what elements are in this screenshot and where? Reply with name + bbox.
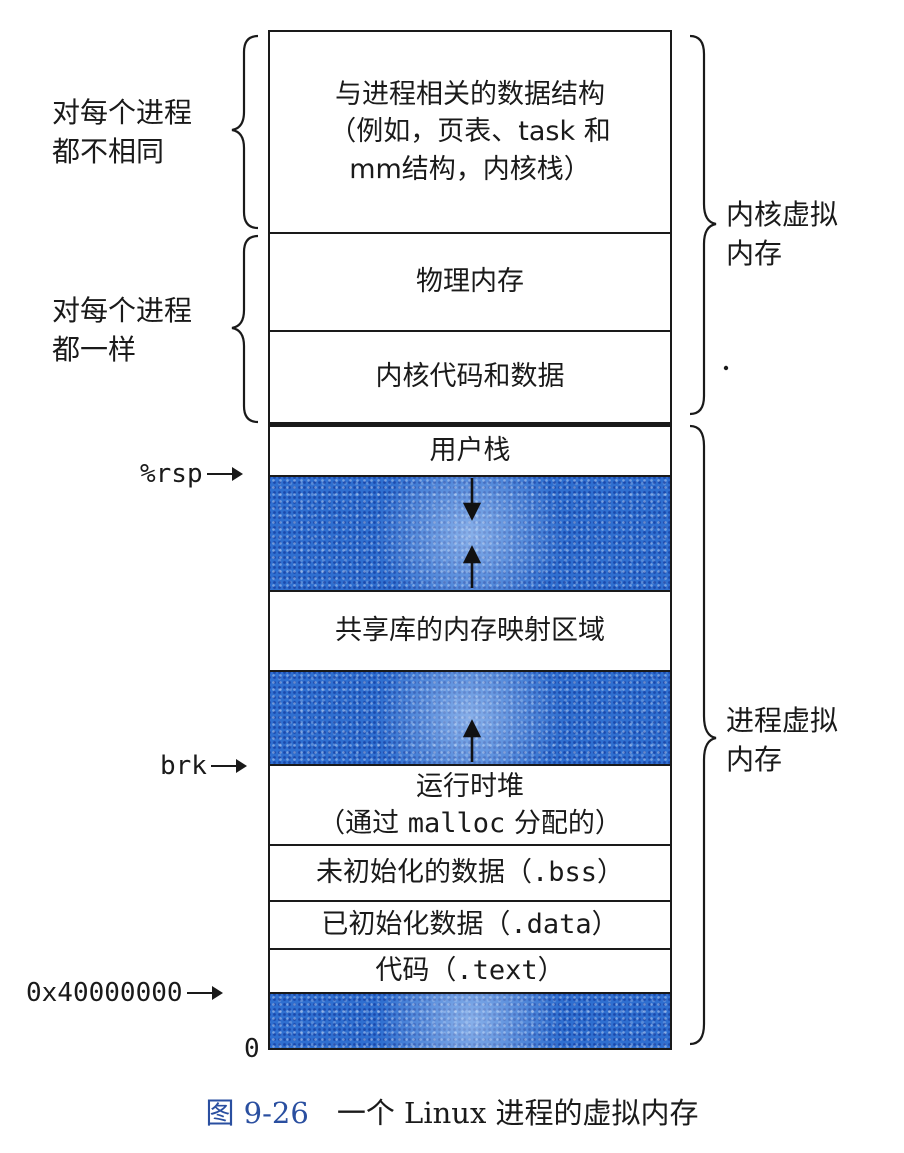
pointer-start-address: 0x40000000 — [26, 978, 223, 1008]
mmap-growth-arrowhead — [462, 545, 482, 564]
kernel-process-data-segment: 与进程相关的数据结构 （例如，页表、task 和 mm结构，内核栈） — [268, 30, 672, 234]
text-label: 代码（.text） — [375, 955, 565, 987]
user-stack-label: 用户栈 — [429, 435, 511, 467]
bss-segment: 未初始化的数据（.bss） — [268, 844, 672, 902]
figure-caption: 图 9-26 一个 Linux 进程的虚拟内存 — [0, 1090, 904, 1132]
heap-label-1: 运行时堆 — [416, 770, 524, 802]
data-segment: 已初始化数据（.data） — [268, 900, 672, 950]
right-brace-process — [689, 424, 717, 1046]
right-brace-kernel — [689, 34, 717, 416]
pointer-brk: brk — [160, 751, 247, 781]
unmapped-region-low — [268, 992, 672, 1050]
heap-growth-arrowhead — [462, 719, 482, 738]
kernel-ds-line-3: mm结构，内核栈） — [349, 153, 591, 185]
bss-label: 未初始化的数据（.bss） — [315, 857, 625, 889]
label-per-process-different: 对每个进程 都不相同 — [52, 96, 193, 168]
brk-arrow-icon — [210, 759, 247, 773]
malloc-code: malloc — [407, 808, 506, 839]
label-per-process-same: 对每个进程 都一样 — [52, 294, 193, 366]
figure-title: 一个 Linux 进程的虚拟内存 — [336, 1096, 699, 1130]
user-stack-segment: 用户栈 — [268, 422, 672, 477]
kernel-ds-line-2: （例如，页表、task 和 — [329, 116, 611, 148]
data-code: .data — [510, 909, 592, 941]
shared-libs-segment: 共享库的内存映射区域 — [268, 590, 672, 672]
text-code: .text — [456, 955, 538, 987]
unmapped-region-heap — [268, 670, 672, 766]
shared-libs-label: 共享库的内存映射区域 — [335, 615, 605, 647]
stray-dot — [723, 365, 729, 371]
label-kernel-virtual-memory: 内核虚拟 内存 — [726, 198, 839, 270]
left-brace-different — [231, 34, 259, 230]
label-process-virtual-memory: 进程虚拟 内存 — [726, 704, 839, 776]
kernel-code-data-label: 内核代码和数据 — [375, 361, 565, 393]
address-zero: 0 — [244, 1034, 260, 1064]
kernel-ds-line-1: 与进程相关的数据结构 — [335, 79, 605, 111]
stack-growth-arrowhead — [462, 502, 482, 521]
rsp-arrow-icon — [206, 467, 243, 481]
physical-memory-segment: 物理内存 — [268, 232, 672, 332]
pointer-rsp: %rsp — [140, 459, 243, 489]
unmapped-region-stack — [268, 475, 672, 592]
left-brace-same — [231, 234, 259, 424]
start-address-arrow-icon — [186, 986, 223, 1000]
physical-memory-label: 物理内存 — [416, 266, 524, 298]
heap-label-2: （通过 malloc 分配的） — [318, 808, 622, 839]
data-label: 已初始化数据（.data） — [321, 909, 619, 941]
figure-number: 图 9-26 — [205, 1096, 309, 1130]
bss-code: .bss — [531, 857, 598, 889]
